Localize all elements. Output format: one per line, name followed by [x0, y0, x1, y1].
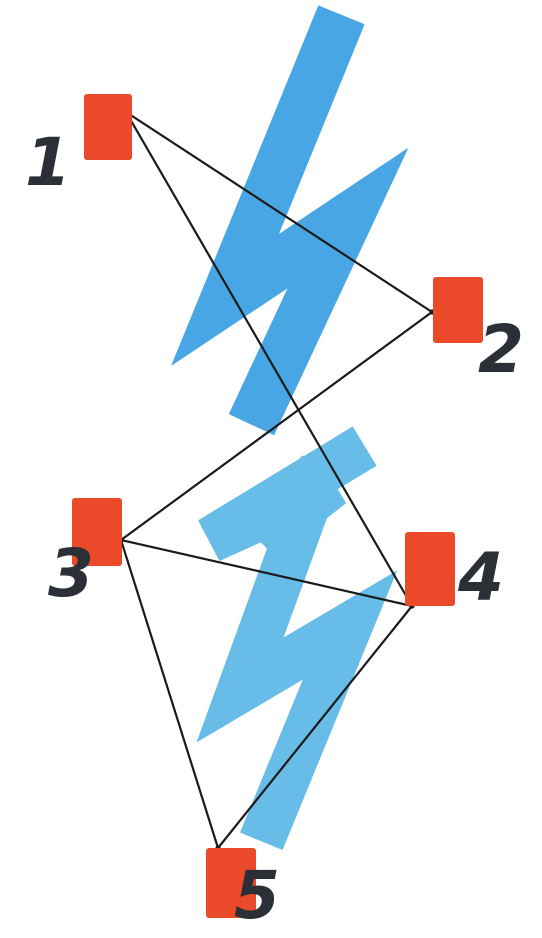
node-label-1: 1 [25, 124, 71, 201]
node-label-2: 2 [478, 311, 524, 388]
node-square-1 [84, 94, 132, 160]
node-label-3: 3 [48, 535, 94, 612]
bolt-upper-stroke [225, 38, 348, 402]
node-label-5: 5 [234, 857, 280, 934]
node-square-2 [433, 277, 483, 343]
edge-3-5 [121, 540, 218, 848]
bolt-lower-stroke [210, 458, 350, 820]
node-label-4: 4 [457, 539, 504, 616]
lightning-bolt-icon [210, 38, 350, 820]
node-square-4 [405, 532, 455, 606]
